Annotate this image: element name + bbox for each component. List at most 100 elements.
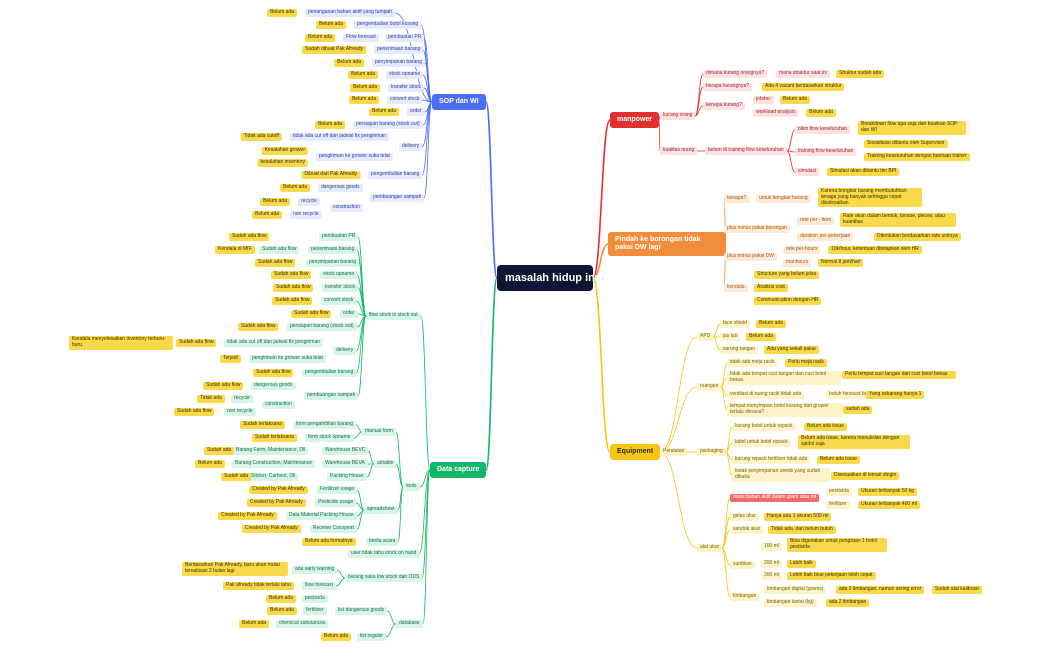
data-airtable[interactable]: airtable	[374, 460, 397, 468]
sop-sampah-sub[interactable]: construction	[330, 204, 363, 212]
branch-equipment[interactable]: Equipment	[610, 444, 661, 461]
equipment-suntik-sub[interactable]: 200 ml	[761, 560, 783, 568]
sop-item[interactable]: pengembalian botol kosong	[354, 21, 422, 29]
manpower-training[interactable]: belum di training flow keseluruhan	[705, 147, 787, 155]
borongan-pmb[interactable]: duration per-pekerjaan	[797, 233, 854, 241]
equipment-alat-item[interactable]: dosis bahan aktif dalam gram atau ml	[730, 494, 820, 502]
data-air-item[interactable]: Packing House	[327, 473, 367, 481]
equipment-suntik-sub[interactable]: 100 ml	[761, 543, 783, 551]
data-air-item[interactable]: Warehouse BEVA	[322, 460, 368, 468]
root-node[interactable]: masalah hidup inventory	[497, 265, 635, 292]
data-tools[interactable]: tools	[403, 483, 420, 491]
data-air-sub[interactable]: Sticker, Carboot, Dll	[248, 473, 299, 481]
data-flow-status[interactable]: Sudah ada flow	[259, 246, 300, 254]
data-stock-on-hand[interactable]: user tidak tahu stock on hand	[348, 550, 420, 558]
manpower-kurang-orang[interactable]: kurang orang	[660, 112, 696, 120]
manpower-question[interactable]: berapa kurangnya?	[703, 83, 753, 91]
data-sampah-sub[interactable]: non recycle	[224, 408, 256, 416]
equipment-pack-item[interactable]: karung repack fertilizer tidak ada	[732, 456, 811, 464]
branch-borongan[interactable]: Pindah ke borongan tidak pakai DW lagi	[608, 232, 726, 257]
equipment-apd-item[interactable]: jas lab	[720, 333, 741, 341]
data-manual-item[interactable]: form stock opname	[305, 434, 354, 442]
data-sampah-sub[interactable]: dangerous goods	[251, 382, 296, 390]
sop-item[interactable]: order	[407, 108, 425, 116]
equipment-ruangan-leaf[interactable]: butuh hexoust fan	[826, 391, 872, 399]
sop-item[interactable]: persiapan barang (stock out)	[353, 121, 423, 129]
equipment-peralatan[interactable]: Peralatan	[660, 448, 688, 456]
borongan-k1[interactable]: untuk bongkar barang	[756, 195, 811, 203]
borongan-question[interactable]: kenapa?	[724, 195, 750, 203]
sop-delivery-sub[interactable]: pengiriman ke grower suka telat	[316, 153, 393, 161]
sop-item[interactable]: pembuatan PR	[385, 34, 425, 42]
data-flow-item[interactable]: pembuatan PR	[319, 233, 359, 241]
sop-item[interactable]: transfer stock	[388, 84, 425, 92]
branch-sop[interactable]: SOP dan WI	[432, 94, 486, 111]
borongan-pmd[interactable]: manhours	[783, 259, 812, 267]
manpower-question[interactable]: dimana kurang orangnya?	[703, 70, 768, 78]
borongan-question[interactable]: kendala	[724, 284, 748, 292]
equipment-timbangan-sub[interactable]: timbangan digital (grams)	[764, 586, 827, 594]
sop-item[interactable]: convert stock	[387, 96, 423, 104]
sop-item[interactable]: stock opname	[386, 71, 424, 79]
sop-sampah-sub[interactable]: non recycle	[290, 211, 322, 219]
equipment-apd-item[interactable]: sarung tangan	[720, 346, 758, 354]
data-low-stock[interactable]: barang suka low stock dan ODS	[345, 574, 423, 582]
data-db-sub[interactable]: list dangerous goods	[335, 607, 388, 615]
data-air-sub[interactable]: Barang Farm, Maintenance, Dll	[233, 447, 309, 455]
sop-sampah-sub[interactable]: recycle	[298, 198, 320, 206]
equipment-dosis-sub[interactable]: pestisida	[826, 488, 852, 496]
equipment-alat-item[interactable]: sendok ukur	[730, 526, 764, 534]
borongan-question[interactable]: plus minus pakai borongan	[724, 225, 790, 233]
data-deliv-sub[interactable]: tidak ada cut off dan jadwal fix pengiri…	[224, 339, 324, 347]
data-sampah-sub[interactable]: recycle	[231, 395, 253, 403]
data-air-item[interactable]: Warehouse BEVC	[322, 447, 369, 455]
data-manual-item[interactable]: form pengambilan barang	[293, 421, 356, 429]
equipment-ruangan[interactable]: ruangan	[697, 383, 722, 391]
manpower-answer[interactable]: jobdec	[753, 96, 774, 104]
sop-item[interactable]: pembuangan sampah	[370, 194, 425, 202]
sop-item[interactable]: pengembalian barang	[368, 171, 423, 179]
equipment-ruangan-item[interactable]: tempat menyimpan botol kosong dari growe…	[727, 403, 843, 417]
sop-delivery-sub[interactable]: tidak ada cut off dan jadwal fix pengiri…	[290, 133, 390, 141]
sop-item[interactable]: delivery	[399, 143, 423, 151]
manpower-answer[interactable]: mana struktur saat ini	[776, 70, 830, 78]
data-deliv-sub[interactable]: pengiriman ke grower suka telat	[249, 355, 326, 363]
equipment-timbangan-sub[interactable]: timbangan lantai (kg)	[764, 599, 817, 607]
data-db-item[interactable]: fertilizer	[303, 607, 327, 615]
data-database[interactable]: database	[396, 620, 423, 628]
data-db-sub[interactable]: list reguler	[357, 633, 387, 641]
data-barang-sub[interactable]: ada early warning	[292, 566, 338, 574]
data-sheet-item[interactable]: Data Material Packing House	[286, 512, 357, 520]
data-sheet-item[interactable]: Fertilizer usage	[317, 486, 358, 494]
data-flow-item[interactable]: convert stock	[321, 297, 357, 305]
data-sheet-item[interactable]: Receive Cocopeat	[310, 525, 357, 533]
borongan-pmb[interactable]: rate per - item	[797, 217, 835, 225]
data-flow-item[interactable]: transfer stock	[322, 284, 359, 292]
data-db-item[interactable]: pestisida	[302, 595, 328, 603]
manpower-training-sub[interactable]: simulasi	[795, 168, 820, 176]
equipment-pack-item[interactable]: kotak penyimpanan seeds yang sudah dibuk…	[732, 468, 830, 482]
equipment-packaging[interactable]: packaging	[697, 448, 726, 456]
equipment-suntik-sub[interactable]: 300 ml	[761, 572, 783, 580]
data-sampah-sub[interactable]: construction	[262, 401, 295, 409]
data-flow-item[interactable]: pengembalian barang	[302, 369, 357, 377]
data-flow[interactable]: flow stock in stock out	[366, 312, 421, 320]
equipment-alat-item[interactable]: timbangan	[730, 593, 760, 601]
data-flow-item[interactable]: pembuangan sampah	[304, 392, 359, 400]
sop-item[interactable]: penerimaan barang	[374, 46, 424, 54]
equipment-ruangan-item[interactable]: tidak ada meja racik	[727, 359, 778, 367]
data-flow-item[interactable]: order	[340, 310, 358, 318]
equipment-alat-ukur[interactable]: alat ukur	[697, 544, 723, 552]
data-flow-item[interactable]: penyimpanan barang	[306, 259, 359, 267]
borongan-pmd[interactable]: rate per-hours	[783, 246, 821, 254]
manpower-answer[interactable]: workload analysis	[753, 109, 799, 117]
data-flow-item[interactable]: stock opname	[320, 271, 358, 279]
data-flow-item[interactable]: persiapan barang (stock out)	[287, 323, 357, 331]
sop-flow-forecast[interactable]: Flow forecast	[343, 34, 379, 42]
equipment-alat-item[interactable]: gelas ukur	[730, 513, 760, 521]
data-spreadsheet[interactable]: spreadsheet	[364, 506, 398, 514]
data-sheet-item[interactable]: Pesticide usage	[315, 499, 357, 507]
manpower-training-sub[interactable]: bikin flow keseluruhan	[795, 126, 851, 134]
manpower-question[interactable]: kenapa kurang?	[703, 102, 745, 110]
equipment-apd-item[interactable]: face shield	[720, 320, 750, 328]
